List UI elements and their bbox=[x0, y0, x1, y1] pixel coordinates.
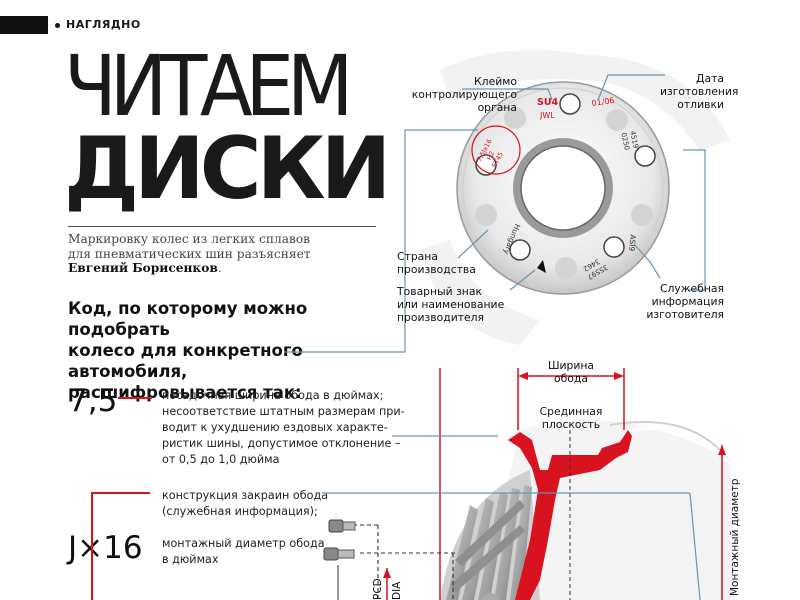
label-line: Товарный знак bbox=[397, 285, 483, 298]
code-heading-line-1: Код, по которому можно подобрать bbox=[68, 299, 308, 339]
mark-date: 01/06 bbox=[591, 96, 615, 108]
entry-desc-line: посадочная ширина обода в дюймах; bbox=[162, 389, 384, 402]
entry-value-diameter: J×16 bbox=[68, 530, 143, 566]
entry-desc-line: от 0,5 до 1,0 дюйма bbox=[162, 453, 280, 466]
label-mid-plane: Срединная плоскость bbox=[535, 405, 607, 431]
label-line: органа bbox=[477, 101, 517, 114]
diameter-label: Монтажный диаметр bbox=[729, 478, 741, 596]
pcd-label: PCD bbox=[372, 578, 384, 600]
entry-desc-line: ристик шины, допустимое отклонение – bbox=[162, 437, 401, 450]
label-line: Ширина bbox=[547, 359, 595, 372]
label-line: Срединная bbox=[539, 405, 603, 418]
mark-size-2: H2 bbox=[485, 150, 496, 162]
wheel-cross-section bbox=[440, 420, 737, 600]
title-line-2: ДИСКИ bbox=[64, 119, 391, 219]
lead-line-3: Евгений Борисенков. bbox=[68, 261, 388, 276]
entry-redline-width bbox=[118, 397, 152, 399]
entry-desc-width: посадочная ширина обода в дюймах; несоот… bbox=[162, 388, 405, 468]
dimension-lines bbox=[439, 368, 723, 600]
dia-label: DIA bbox=[391, 581, 403, 600]
label-line: Клеймо bbox=[474, 75, 517, 88]
label-line: плоскость bbox=[541, 418, 601, 431]
label-line: Служебная bbox=[659, 282, 724, 295]
entry-redline-flange bbox=[92, 492, 150, 494]
label-line: контролирующего bbox=[411, 88, 517, 101]
label-line: или наименование bbox=[397, 298, 505, 311]
entry-desc-line: конструкция закраин обода bbox=[162, 489, 329, 502]
mark-jwl: JWL bbox=[539, 111, 555, 120]
label-line: Дата bbox=[696, 72, 724, 85]
label-control-stamp: Клеймо контролирующего органа bbox=[405, 75, 517, 114]
label-trademark: Товарный знак или наименование производи… bbox=[397, 285, 527, 324]
mark-asi: ASI9 bbox=[627, 234, 637, 252]
entry-callout-lines bbox=[322, 435, 701, 600]
label-cast-date: Дата изготовления отливки bbox=[660, 72, 739, 111]
lead-line-2: для пневматических шин разъясняет bbox=[68, 246, 311, 261]
label-line: отливки bbox=[677, 98, 724, 111]
label-line: изготовителя bbox=[646, 308, 724, 321]
label-service-info: Служебная информация изготовителя bbox=[640, 282, 724, 321]
lead-text: Маркировку колес из легких сплавов для п… bbox=[68, 232, 388, 276]
title-rule bbox=[68, 226, 376, 227]
pcd-dia-lines bbox=[353, 524, 455, 600]
hub bbox=[456, 81, 670, 295]
entry-desc-line: несоответствие штатным размерам при- bbox=[162, 405, 405, 418]
lead-end: . bbox=[217, 261, 222, 275]
label-country: Страна производства bbox=[397, 250, 497, 276]
bolt-icon bbox=[328, 519, 356, 533]
entry-desc-diameter: монтажный диаметр обода в дюймах bbox=[162, 536, 325, 568]
mark-right-1: 4519 bbox=[628, 130, 640, 149]
header-dot bbox=[55, 23, 60, 28]
entry-desc-line: (служебная информация); bbox=[162, 505, 318, 518]
arrow-up-icon bbox=[718, 445, 726, 455]
entry-desc-line: в дюймах bbox=[162, 553, 219, 566]
section-label: НАГЛЯДНО bbox=[66, 18, 141, 31]
label-rim-width: Ширина обода bbox=[538, 359, 604, 385]
lead-author: Евгений Борисенков bbox=[68, 261, 218, 275]
mark-su4: SU4 bbox=[537, 97, 559, 108]
size-mark-highlight bbox=[471, 125, 521, 175]
label-line: информация bbox=[651, 295, 724, 308]
label-line: производителя bbox=[397, 311, 485, 324]
label-line: обода bbox=[554, 372, 588, 385]
entry-desc-line: водит к ухудшению ездовых характе- bbox=[162, 421, 388, 434]
label-line: изготовления bbox=[660, 85, 739, 98]
code-heading-line-2: колесо для конкретного автомобиля, bbox=[68, 341, 303, 381]
label-line: Страна bbox=[397, 250, 438, 263]
arrow-left-icon bbox=[518, 372, 528, 380]
mark-right-2: 0250 bbox=[619, 132, 631, 151]
bolt-icon bbox=[323, 547, 355, 561]
header-bar bbox=[0, 16, 48, 34]
arrow-right-icon bbox=[614, 372, 624, 380]
entry-desc-flange: конструкция закраин обода (служебная инф… bbox=[162, 488, 328, 520]
entry-value-width: 7,5 bbox=[68, 383, 118, 419]
entry-desc-line: монтажный диаметр обода bbox=[162, 537, 325, 550]
title-line-1: ЧИТАЕМ bbox=[64, 37, 354, 135]
trademark-logo-icon bbox=[537, 260, 546, 273]
spokes bbox=[440, 470, 540, 600]
lead-line-1: Маркировку колес из легких сплавов bbox=[68, 232, 311, 246]
hub-callout-lines bbox=[284, 74, 706, 353]
label-line: производства bbox=[397, 263, 476, 276]
